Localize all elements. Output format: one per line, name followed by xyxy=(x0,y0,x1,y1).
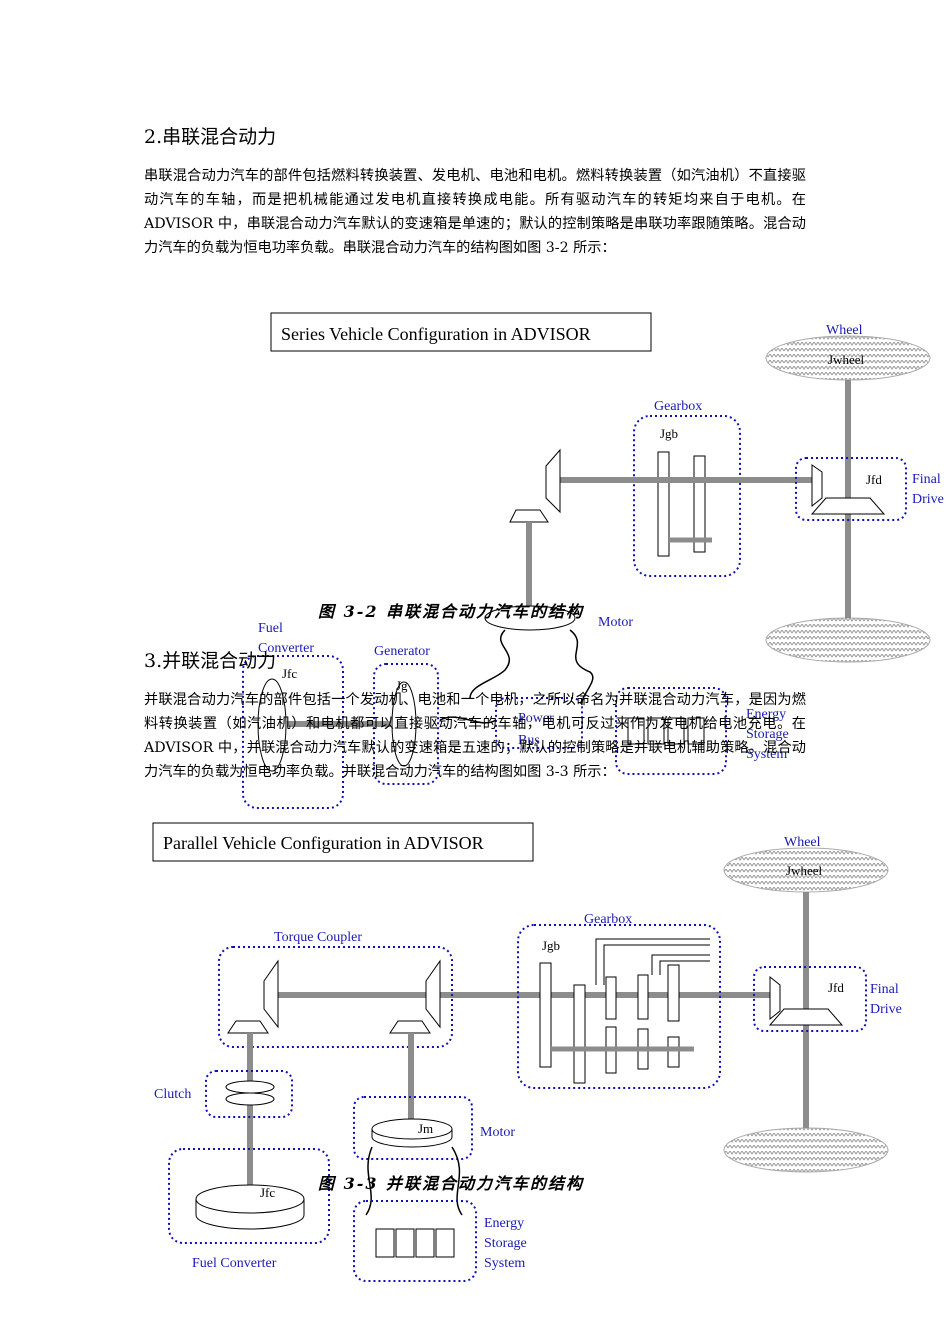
parallel-gear-set xyxy=(539,962,680,1084)
series-j-wheel: Jwheel xyxy=(828,352,864,367)
series-system-label: System xyxy=(746,747,787,762)
series-drive-label: Drive xyxy=(912,492,944,507)
coupler-pinion-1 xyxy=(227,1020,269,1034)
series-pinion-gear xyxy=(509,509,549,523)
parallel-battery-cells xyxy=(375,1228,455,1258)
series-bus-label: Bus xyxy=(518,733,540,748)
series-generator-label: Generator xyxy=(374,644,430,659)
series-storage-label: Storage xyxy=(746,727,789,742)
motor-top xyxy=(371,1118,453,1140)
series-power-label: Power xyxy=(518,711,554,726)
series-fuel-label: Fuel xyxy=(258,621,283,636)
parallel-system-label: System xyxy=(484,1256,525,1271)
series-final-drive-box xyxy=(795,457,907,521)
clutch-plate-1 xyxy=(225,1080,275,1094)
parallel-final-drive-box xyxy=(753,966,867,1032)
parallel-motor-box xyxy=(353,1096,473,1160)
fuel-converter-label: Fuel Converter xyxy=(192,1256,277,1271)
series-motor-label: Motor xyxy=(598,615,633,630)
parallel-shift-rods xyxy=(595,938,710,985)
series-final-label: Final xyxy=(912,472,941,487)
section-2-heading: 2.串联混合动力 xyxy=(144,126,277,148)
parallel-title-box xyxy=(152,822,534,862)
torque-coupler-label: Torque Coupler xyxy=(274,930,362,945)
parallel-j-wheel: Jwheel xyxy=(786,863,822,878)
series-title: Series Vehicle Configuration in ADVISOR xyxy=(281,324,591,344)
series-gen-wire xyxy=(439,716,497,724)
parallel-motor-label: Motor xyxy=(480,1125,515,1140)
coupler-bevel-1 xyxy=(263,959,279,1029)
parallel-storage-label: Storage xyxy=(484,1236,527,1251)
series-converter-label: Converter xyxy=(258,641,314,656)
clutch-label: Clutch xyxy=(154,1087,191,1102)
series-gear-1 xyxy=(657,451,670,557)
section-3-heading: 3.并联混合动力 xyxy=(144,650,277,672)
parallel-j-m: Jm xyxy=(418,1121,433,1136)
series-wheel-label: Wheel xyxy=(826,323,863,338)
series-battery-cells xyxy=(627,717,705,745)
clutch-plate-2 xyxy=(225,1092,275,1106)
parallel-j-gb: Jgb xyxy=(542,938,560,953)
series-j-g: Jg xyxy=(396,678,408,693)
parallel-gearbox-label: Gearbox xyxy=(584,912,632,927)
parallel-final-drive-gear xyxy=(769,975,781,1021)
parallel-final-label: Final xyxy=(870,982,899,997)
clutch-box xyxy=(205,1070,293,1118)
battery-wires xyxy=(365,1146,463,1216)
series-final-drive-ring xyxy=(810,497,886,515)
parallel-drive-label: Drive xyxy=(870,1002,902,1017)
parallel-energy-storage-box xyxy=(353,1200,477,1282)
parallel-final-drive-ring xyxy=(768,1008,844,1026)
series-gearbox-label: Gearbox xyxy=(654,399,702,414)
parallel-wheel-label: Wheel xyxy=(784,835,821,850)
series-j-gb: Jgb xyxy=(660,426,678,441)
series-configuration-diagram: Series Vehicle Configuration in ADVISOR … xyxy=(242,312,944,809)
parallel-title: Parallel Vehicle Configuration in ADVISO… xyxy=(163,833,484,853)
series-motor xyxy=(484,605,576,631)
parallel-j-fc: Jfc xyxy=(260,1185,275,1200)
series-bevel-gear xyxy=(545,448,561,514)
series-j-fd: Jfd xyxy=(866,472,882,487)
parallel-gearbox-box xyxy=(517,924,721,1089)
series-fuel-converter-box xyxy=(242,655,344,809)
coupler-bevel-2 xyxy=(425,959,441,1029)
section-2-paragraph: 串联混合动力汽车的部件包括燃料转换装置、发电机、电池和电机。燃料转换装置（如汽油… xyxy=(144,168,806,256)
figure-3-3-caption: 图 3-3 并联混合动力汽车的结构 xyxy=(318,1174,585,1193)
series-power-bus-box xyxy=(495,697,583,749)
series-j-fc: Jfc xyxy=(282,666,297,681)
parallel-configuration-diagram: Parallel Vehicle Configuration in ADVISO… xyxy=(152,822,902,1282)
series-motor-wire-2 xyxy=(569,629,594,706)
series-gear-2 xyxy=(693,455,706,553)
coupler-pinion-2 xyxy=(389,1020,431,1034)
series-bottom-wheel xyxy=(765,617,931,663)
parallel-energy-label: Energy xyxy=(484,1216,524,1231)
series-final-drive-gear xyxy=(811,464,823,508)
section-3-paragraph: 并联混合动力汽车的部件包括一个发动机、电池和一个电机，之所以命名为并联混合动力汽… xyxy=(144,692,806,780)
parallel-fuel-converter-box xyxy=(168,1148,330,1244)
series-gearbox-box xyxy=(633,415,741,577)
series-energy-label: Energy xyxy=(746,707,786,722)
series-motor-wire-1 xyxy=(469,629,511,699)
figure-3-2-caption: 图 3-2 串联混合动力汽车的结构 xyxy=(318,602,585,621)
parallel-bottom-wheel xyxy=(723,1127,889,1173)
parallel-j-fd: Jfd xyxy=(828,980,844,995)
fuel-converter-top xyxy=(195,1184,305,1214)
series-energy-storage-box xyxy=(615,687,727,775)
series-title-box xyxy=(270,312,652,352)
